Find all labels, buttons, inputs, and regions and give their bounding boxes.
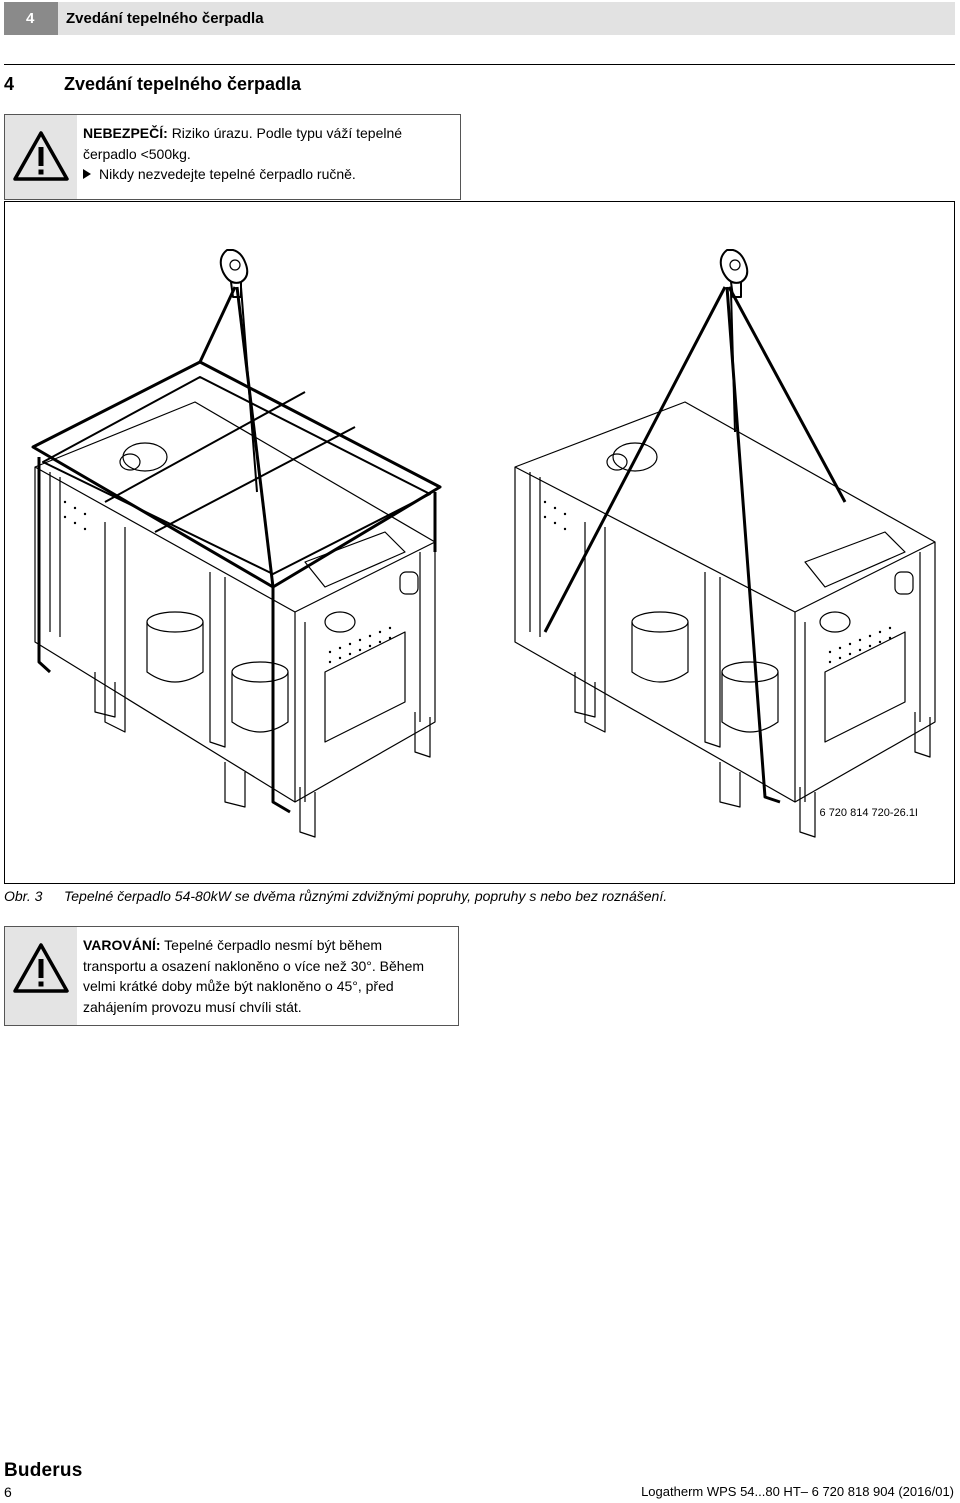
- warning-triangle-icon: [13, 131, 69, 181]
- section-title: Zvedání tepelného čerpadla: [64, 74, 302, 94]
- figure-caption-label: Obr. 3: [4, 888, 43, 904]
- warning-notice: VAROVÁNÍ: Tepelné čerpadlo nesmí být běh…: [4, 926, 459, 1026]
- danger-text-line2: čerpadlo <500kg.: [83, 145, 191, 162]
- section-rule: [4, 64, 955, 65]
- header-chapter-number: 4: [4, 2, 58, 35]
- warning-text-line1: Tepelné čerpadlo nesmí být během: [164, 937, 383, 953]
- warning-label: VAROVÁNÍ:: [83, 937, 161, 953]
- danger-icon-cell: [5, 115, 77, 199]
- figure-frame: 6 720 814 720-26.1I: [4, 201, 955, 884]
- warning-text-line3: velmi krátké doby může být nakloněno o 4…: [83, 978, 394, 994]
- figure-caption-text: Tepelné čerpadlo 54-80kW se dvěma různým…: [64, 888, 668, 904]
- page-number: 6: [4, 1484, 12, 1500]
- figure-code: 6 720 814 720-26.1I: [819, 807, 918, 819]
- danger-notice-text: NEBEZPEČÍ: Riziko úrazu. Podle typu váží…: [83, 123, 454, 185]
- warning-icon-cell: [5, 927, 77, 1025]
- danger-text-line1: Riziko úrazu. Podle typu váží tepelné: [171, 125, 403, 141]
- header-bar: [4, 2, 955, 35]
- warning-triangle-icon: [13, 943, 69, 993]
- brand-logo: Buderus: [4, 1460, 83, 1481]
- bullet-arrow-icon: [83, 169, 91, 179]
- warning-text-line2: transportu a osazení nakloněno o více ne…: [83, 957, 425, 974]
- document-reference: Logatherm WPS 54...80 HT– 6 720 818 904 …: [641, 1484, 954, 1499]
- warning-text-line4: zahájením provozu musí chvíli stát.: [83, 998, 302, 1015]
- section-number: 4: [4, 74, 15, 94]
- danger-notice: NEBEZPEČÍ: Riziko úrazu. Podle typu váží…: [4, 114, 461, 200]
- warning-notice-text: VAROVÁNÍ: Tepelné čerpadlo nesmí být běh…: [83, 935, 452, 1017]
- heat-pump-lifting-illustration: [31, 249, 936, 838]
- header-chapter-title: Zvedání tepelného čerpadla: [66, 10, 264, 27]
- danger-label: NEBEZPEČÍ:: [83, 125, 168, 141]
- danger-bullet: Nikdy nezvedejte tepelné čerpadlo ručně.: [99, 166, 356, 182]
